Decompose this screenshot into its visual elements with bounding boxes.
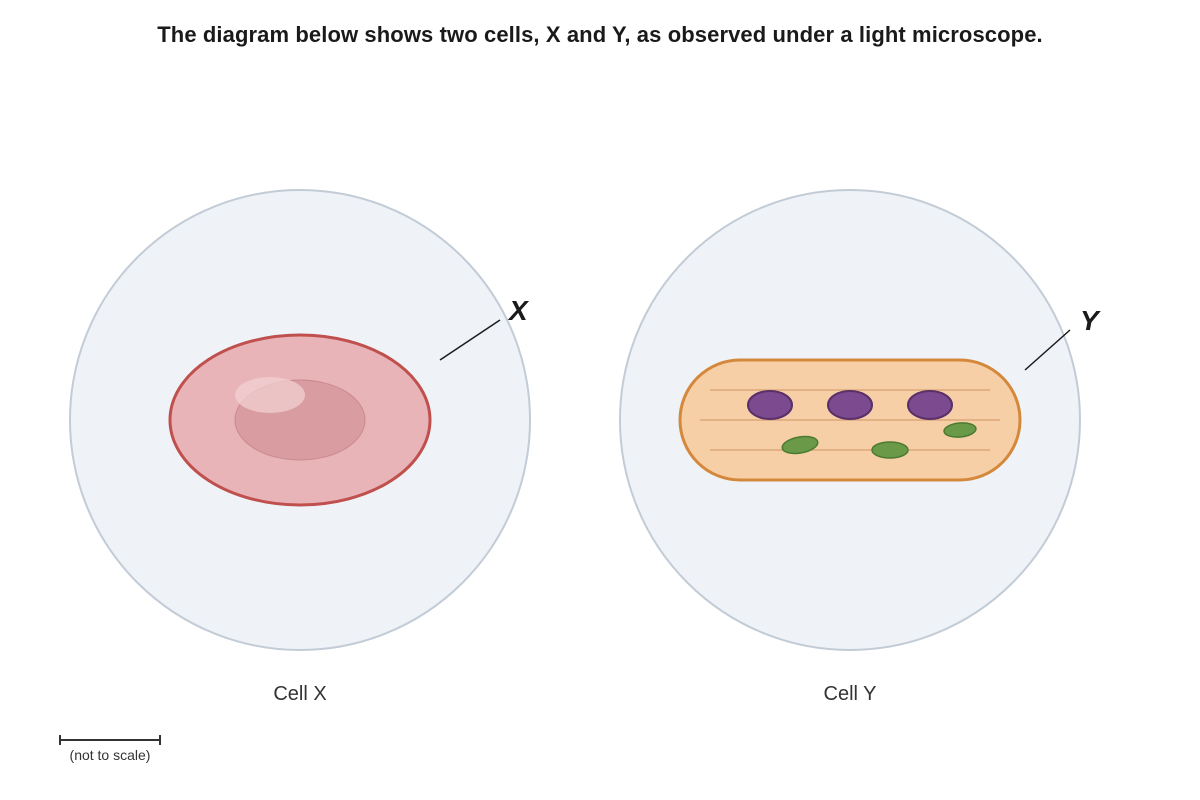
pointer-line-x [439,319,501,361]
cell-y-figure: Y Cell Y [619,189,1101,705]
pointer-label-x: X [507,295,530,326]
cell-x-highlight [235,377,305,413]
scale-bar: (not to scale) [59,735,161,763]
cell-y-nucleus-1 [747,390,793,420]
pointer-line-y [1024,329,1071,371]
scale-note: (not to scale) [70,747,151,763]
pointer-label-y: Y [1080,305,1101,336]
cell-y-nucleus-3 [907,390,953,420]
caption-cell-x: Cell X [273,683,326,705]
caption-cell-y: Cell Y [824,683,877,705]
question-title: The diagram below shows two cells, X and… [157,22,1043,47]
cell-y-nucleus-2 [827,390,873,420]
cell-y-green-organelle-1 [781,435,819,455]
cell-y-green-organelle-2 [871,441,909,459]
cell-y-green-organelle-3 [943,422,977,438]
cell-x-figure: X Cell X [69,189,531,705]
